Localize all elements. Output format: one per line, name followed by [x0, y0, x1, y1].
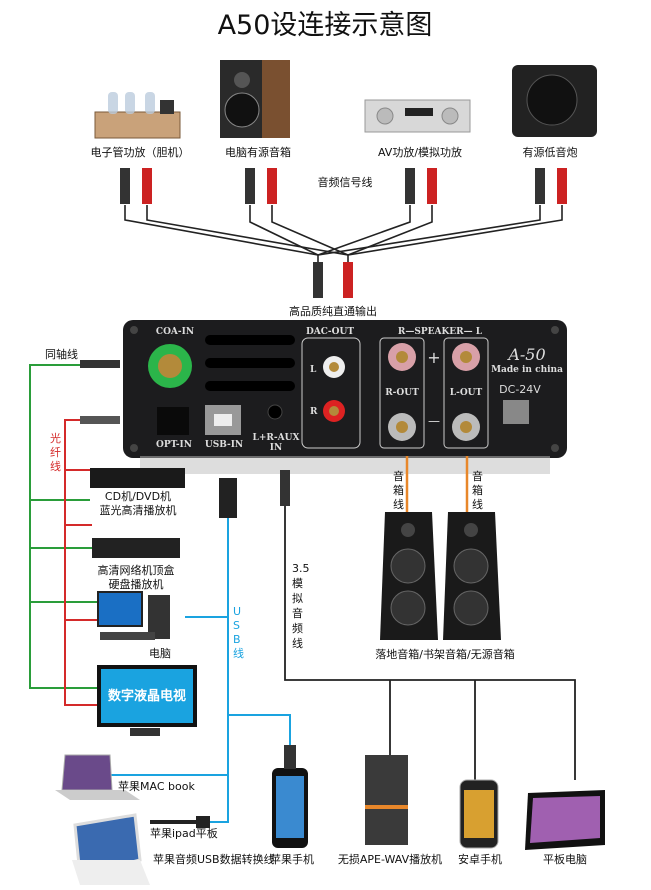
usb-in-label: USB-IN [205, 440, 243, 450]
usb-adapter-label: 苹果音频USB数据转换线 [153, 852, 275, 866]
aux-in-label-2: IN [270, 443, 282, 453]
rca-cables [124, 205, 563, 262]
lossless-player [365, 755, 408, 845]
r-out-label: R-OUT [385, 388, 419, 398]
passive-speaker-right [380, 512, 438, 640]
speaker-wire-label-l3: 线 [472, 497, 483, 511]
dac-out-label: DAC-OUT [306, 327, 354, 337]
analog-label-2: 模 [292, 577, 303, 590]
usb-adapter-cable [150, 820, 210, 824]
coa-in-label: COA-IN [156, 327, 194, 337]
android-label: 安卓手机 [458, 852, 502, 866]
analog-label-6: 线 [292, 636, 303, 650]
dac-r-label: R [310, 407, 318, 417]
usb-plug [219, 478, 237, 518]
subwoofer [512, 65, 597, 137]
lcd-tv: 数字液晶电视 [97, 665, 197, 736]
usb-label-4: 线 [233, 646, 244, 660]
aux-in-label: L+R-AUX [253, 433, 300, 443]
direct-output-label: 高品质纯直通输出 [289, 304, 377, 318]
plus-label: + [427, 348, 440, 367]
av-amp-label: AV功放/模拟功放 [378, 145, 462, 159]
tube-amplifier [94, 92, 181, 139]
tv-screen-text: 数字液晶电视 [108, 688, 186, 704]
usb-label-1: U [233, 605, 241, 618]
aux-input-jack [267, 404, 283, 420]
made-in-label: Made in china [491, 365, 563, 375]
speaker-wire-label-r2: 箱 [393, 483, 404, 497]
analog-label-4: 音 [292, 606, 303, 620]
active-speaker-label: 电脑有源音箱 [225, 145, 291, 159]
speaker-label: R—SPEAKER— L [398, 327, 483, 337]
dc-power-jack [503, 400, 529, 424]
dac-l-label: L [310, 365, 317, 375]
speaker-wire-label-r3: 线 [393, 497, 404, 511]
net-label-2: 硬盘播放机 [109, 577, 164, 591]
passive-speaker-left [443, 512, 501, 640]
iphone-label: 苹果手机 [270, 852, 314, 866]
speaker-wire-label-l1: 音 [472, 469, 483, 483]
cd-label-1: CD机/DVD机 [105, 489, 171, 503]
rca-plugs [120, 168, 567, 298]
speakers-label: 落地音箱/书架音箱/无源音箱 [375, 647, 514, 661]
coax-cable-label: 同轴线 [45, 347, 78, 361]
brand-logo: A-50 [506, 345, 545, 364]
analog-label-5: 频 [292, 621, 303, 635]
tube-amp-label: 电子管功放（胆机） [91, 145, 190, 159]
usb-label-3: B [233, 633, 241, 646]
cd-label-2: 蓝光高清播放机 [100, 503, 177, 517]
usb-label-2: S [233, 619, 240, 632]
player-label: 无损APE-WAV播放机 [338, 852, 442, 866]
analog-3.5-cable [284, 505, 576, 780]
3.5mm-plug [280, 470, 290, 506]
dc-label: DC-24V [499, 383, 541, 396]
speaker-wire-label-r1: 音 [393, 469, 404, 483]
pc-label: 电脑 [149, 647, 171, 660]
optical-label-2: 纤 [50, 446, 61, 459]
analog-label-3: 拟 [292, 591, 303, 605]
optical-input-jack [157, 407, 189, 435]
macbook [55, 754, 140, 800]
amplifier-back-panel: COA-IN OPT-IN USB-IN L+R-AUX IN DAC-OUT … [123, 320, 567, 474]
diagram-title: A50设连接示意图 [218, 10, 433, 41]
l-out-label: L-OUT [450, 388, 483, 398]
optical-label-1: 光 [50, 431, 61, 445]
cd-dvd-player [90, 468, 185, 488]
tablet-label: 平板电脑 [543, 852, 587, 866]
optical-label-3: 线 [50, 459, 61, 473]
computer-active-speaker [220, 60, 290, 138]
net-label-1: 高清网络机顶盒 [98, 563, 175, 577]
ipad [72, 813, 150, 885]
ipad-label: 苹果ipad平板 [150, 826, 218, 840]
analog-label-1: 3.5 [292, 562, 310, 575]
audio-signal-cable-label: 音频信号线 [318, 175, 373, 189]
av-amplifier [364, 99, 471, 133]
minus-label: — [428, 414, 440, 428]
subwoofer-label: 有源低音炮 [523, 145, 578, 159]
network-set-top-box [92, 538, 180, 558]
opt-in-label: OPT-IN [156, 440, 192, 450]
speaker-wire [405, 456, 469, 512]
optical-cable [64, 419, 100, 706]
desktop-computer [97, 591, 170, 640]
speaker-wire-label-l2: 箱 [472, 483, 483, 497]
macbook-label: 苹果MAC book [118, 779, 195, 793]
